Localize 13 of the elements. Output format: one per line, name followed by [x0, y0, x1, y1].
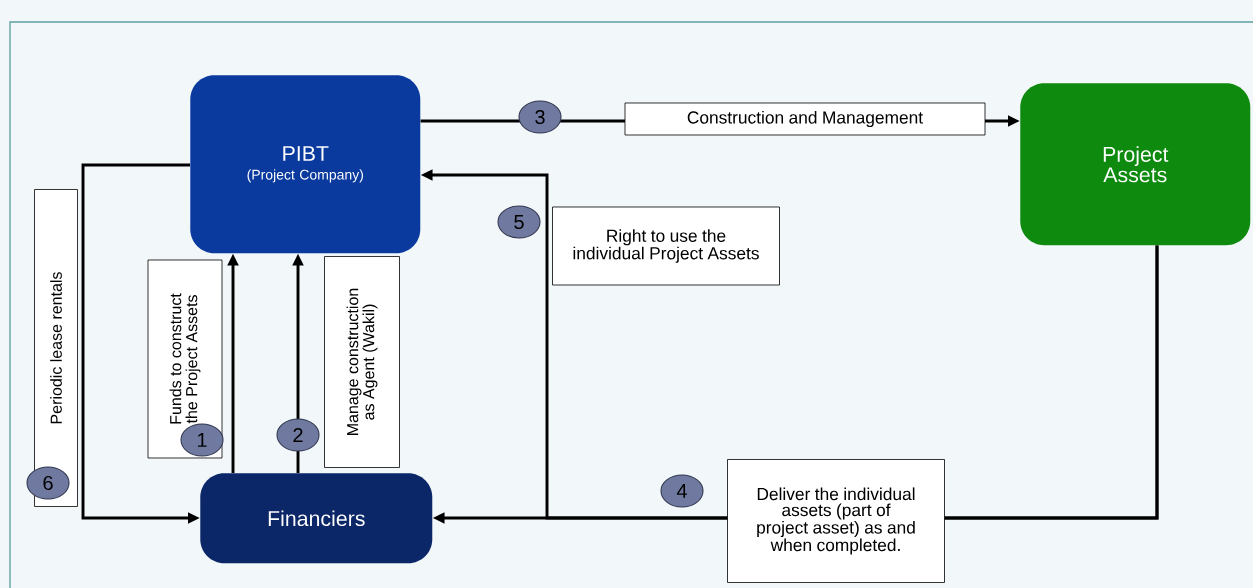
- callout-number: 6: [26, 466, 70, 500]
- edge-label: Right to use the individual Project Assets: [552, 206, 780, 286]
- process-box: Financiers: [200, 473, 433, 564]
- edge-label: Construction and Management: [624, 102, 986, 136]
- process-box: Project Assets: [1020, 83, 1251, 246]
- callout-number: 1: [180, 423, 224, 457]
- callout-number: 4: [660, 474, 704, 508]
- callout-number: 3: [518, 100, 562, 134]
- edge-label: Deliver the individual assets (part of project asset) as and when completed.: [727, 459, 945, 583]
- edge-label: Manage construction as Agent (Wakil): [324, 256, 400, 468]
- process-box: PIBT (Project Company): [190, 75, 421, 254]
- callout-number: 5: [497, 205, 541, 239]
- callout-number: 2: [276, 418, 320, 452]
